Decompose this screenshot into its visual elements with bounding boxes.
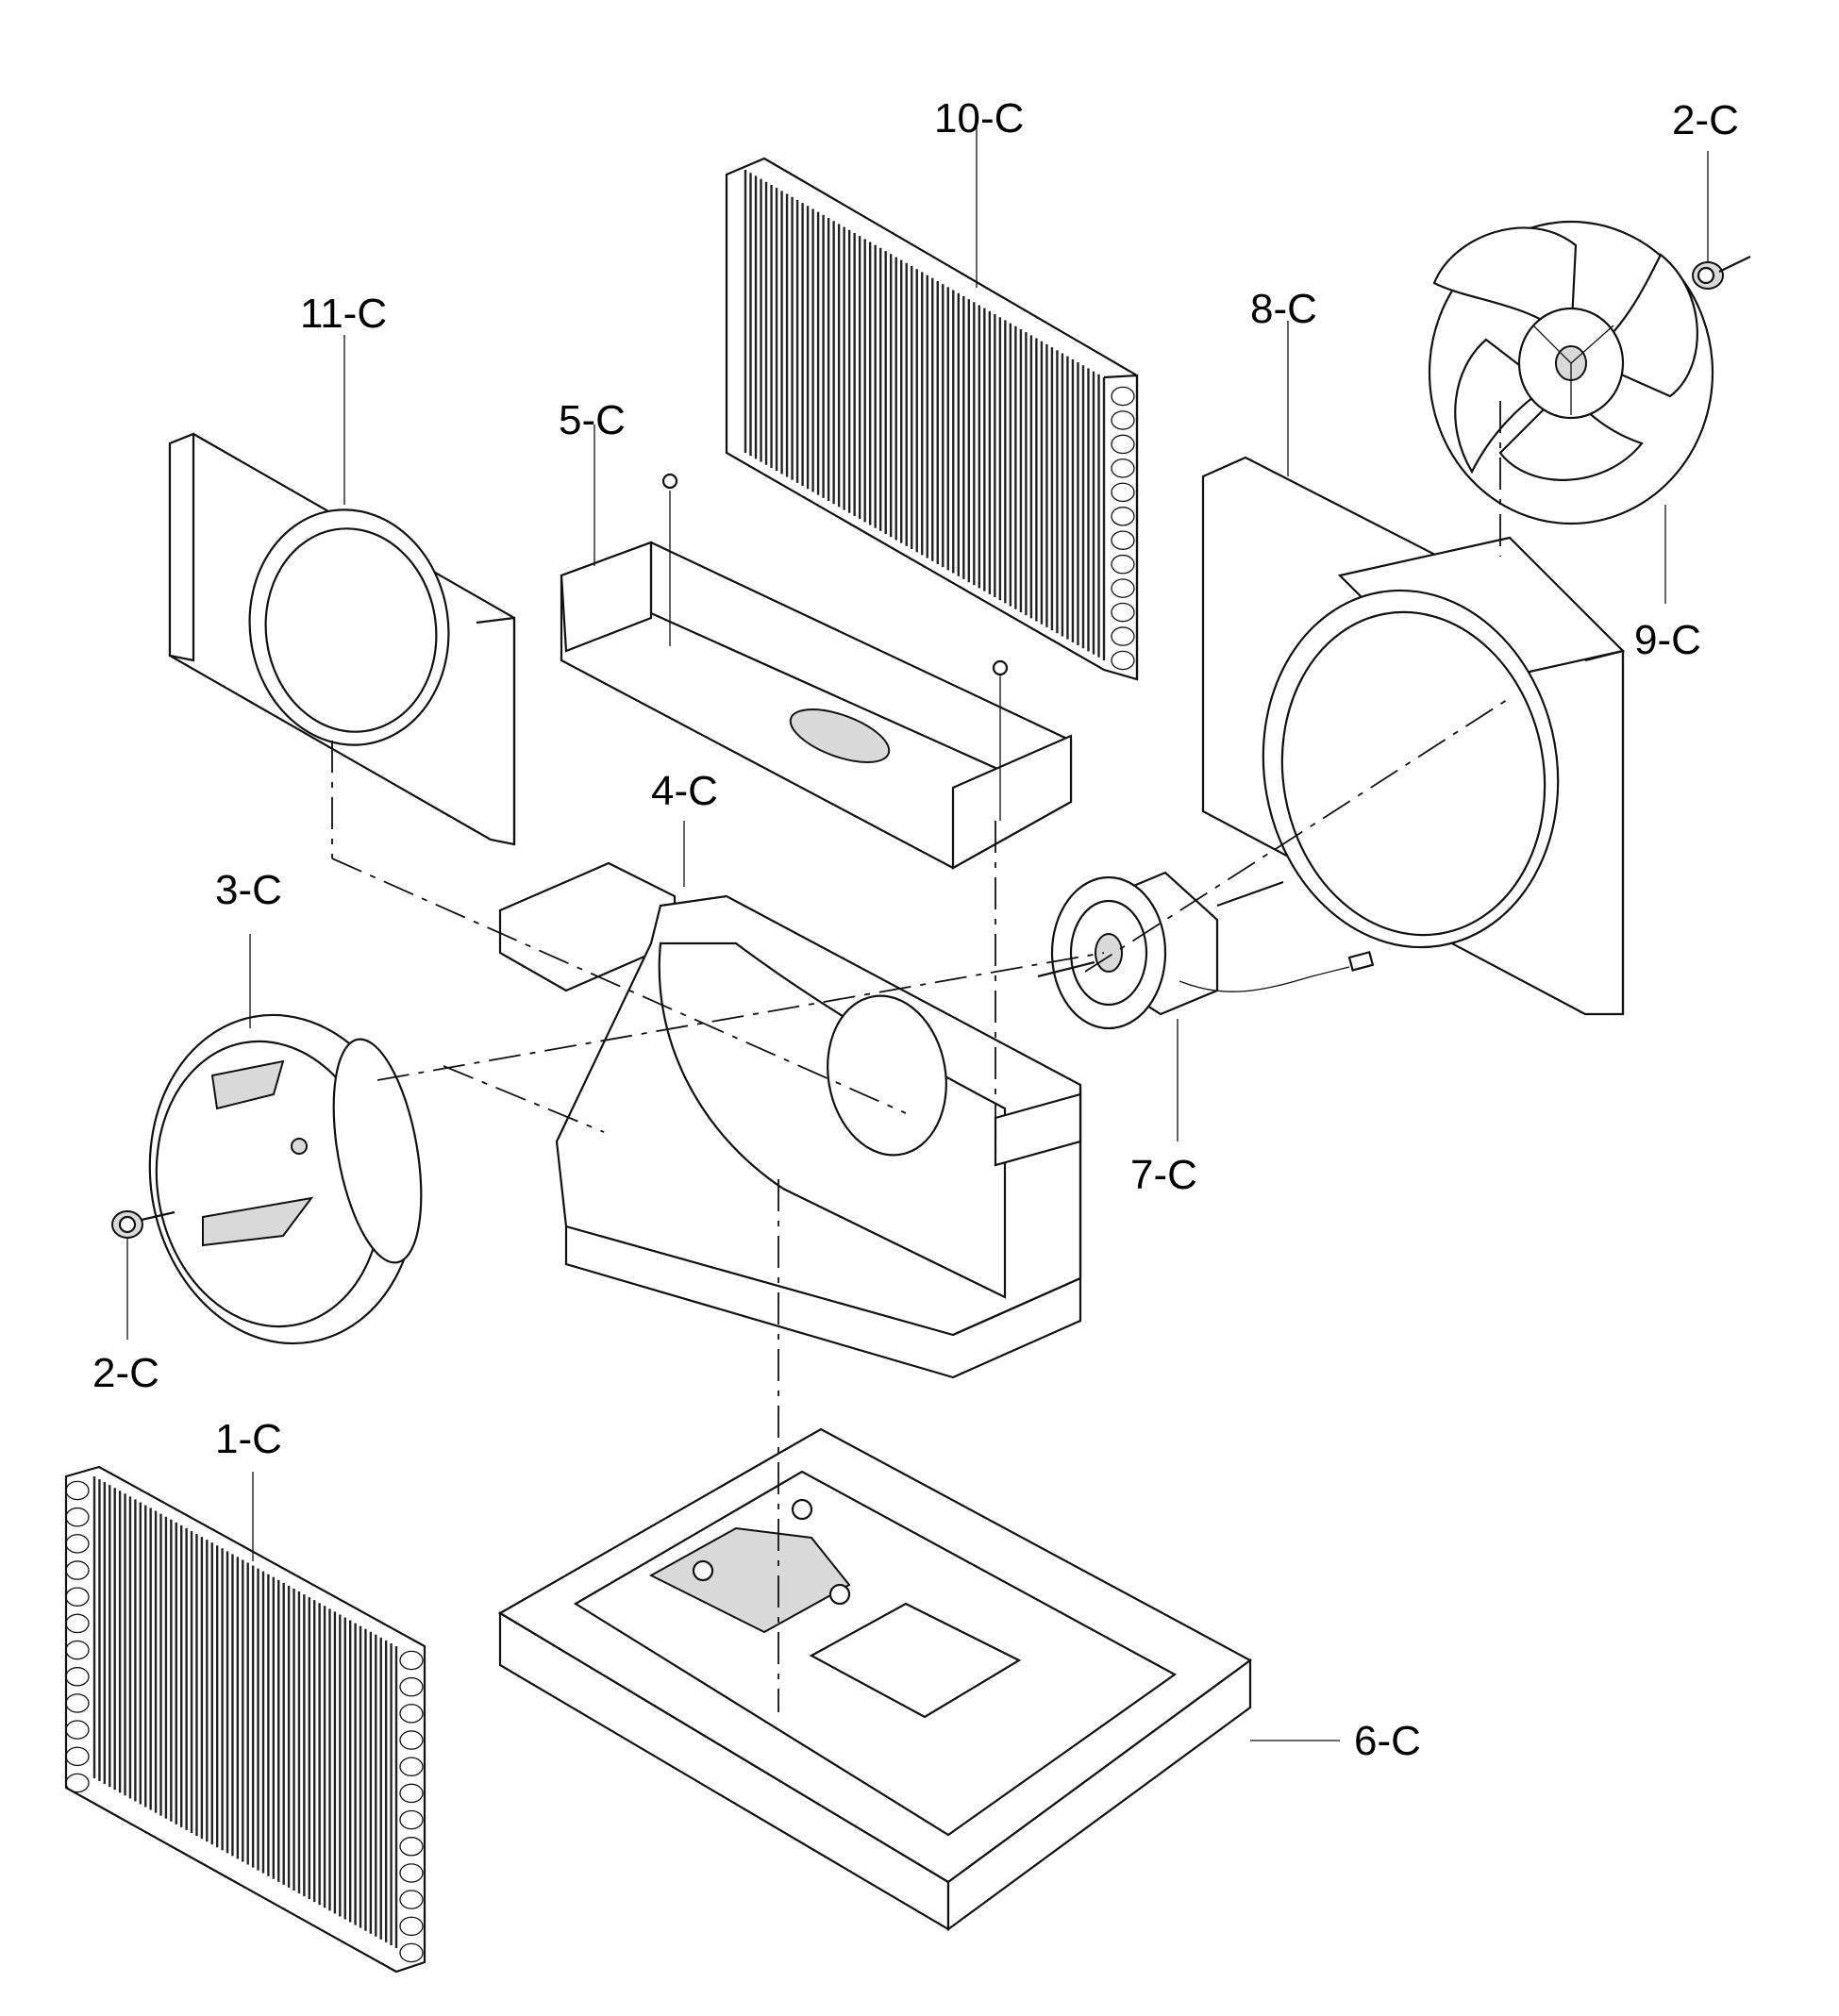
label-5-c: 5-C: [559, 397, 626, 443]
tube-bend: [399, 1730, 424, 1750]
tube-bend: [65, 1667, 90, 1687]
tube-bend: [399, 1650, 424, 1671]
tube-bend: [1111, 507, 1135, 526]
tube-bend: [399, 1916, 424, 1937]
tube-bend: [65, 1560, 90, 1580]
label-2-c-left: 2-C: [92, 1350, 159, 1396]
part-6-c-base-pan: [497, 1427, 1340, 1932]
tube-bend: [399, 1704, 424, 1724]
part-11-c-orifice-panel: [168, 335, 516, 846]
tube-bend: [65, 1720, 90, 1740]
part-labels: 10-C 2-C 11-C 8-C 5-C 9-C 4-C 3-C 7-C 2-…: [92, 95, 1739, 1764]
tube-bend: [1111, 602, 1135, 623]
tube-bend: [1111, 458, 1135, 478]
tube-bend: [399, 1783, 424, 1804]
part-5-c-drain-tray: [560, 425, 1073, 870]
label-2-c-top: 2-C: [1672, 97, 1739, 143]
label-6-c: 6-C: [1354, 1718, 1421, 1764]
tube-bend: [65, 1613, 90, 1634]
tube-bend: [1111, 578, 1135, 598]
tube-bend: [1111, 410, 1135, 430]
label-7-c: 7-C: [1130, 1152, 1197, 1198]
tube-bend: [65, 1773, 90, 1793]
tube-bend: [65, 1507, 90, 1527]
part-3-c-blower-wheel: [148, 934, 423, 1345]
tube-bend: [1111, 386, 1135, 407]
tube-bend: [65, 1480, 90, 1501]
tube-bend: [1111, 434, 1135, 455]
label-3-c: 3-C: [215, 867, 282, 913]
label-1-c: 1-C: [215, 1416, 282, 1462]
tube-bend: [65, 1534, 90, 1554]
tube-bend: [65, 1693, 90, 1713]
tube-bend: [1111, 530, 1135, 550]
tube-bend: [1111, 482, 1135, 503]
part-2-c-top-nut: [1692, 151, 1751, 290]
tube-bend: [65, 1640, 90, 1660]
part-2-c-left-nut: [111, 1210, 176, 1340]
tube-bend: [399, 1837, 424, 1857]
tube-bend: [1111, 626, 1135, 646]
tube-bend: [399, 1676, 424, 1697]
tube-bend: [399, 1757, 424, 1776]
tube-bend: [65, 1587, 90, 1607]
tube-bend: [1111, 554, 1135, 575]
part-1-c-evaporator-coil: [64, 1465, 426, 1974]
tube-bend: [399, 1942, 424, 1963]
tube-bend: [399, 1863, 424, 1883]
part-7-c-fan-motor: [1037, 871, 1375, 1141]
label-11-c: 11-C: [300, 291, 387, 337]
tube-bend: [65, 1746, 90, 1767]
part-8-c-fan-shroud: [1201, 321, 1626, 1016]
tube-bend: [1111, 650, 1135, 671]
part-4-c-scroll-housing: [498, 821, 1082, 1379]
assembly-center-lines: [331, 401, 1511, 1712]
label-4-c: 4-C: [651, 768, 718, 814]
part-10-c-condenser-coil: [725, 123, 1139, 681]
tube-bend: [399, 1890, 424, 1909]
label-10-c: 10-C: [934, 95, 1024, 142]
label-9-c: 9-C: [1634, 617, 1701, 663]
label-8-c: 8-C: [1250, 286, 1317, 332]
tube-bend: [399, 1809, 424, 1830]
